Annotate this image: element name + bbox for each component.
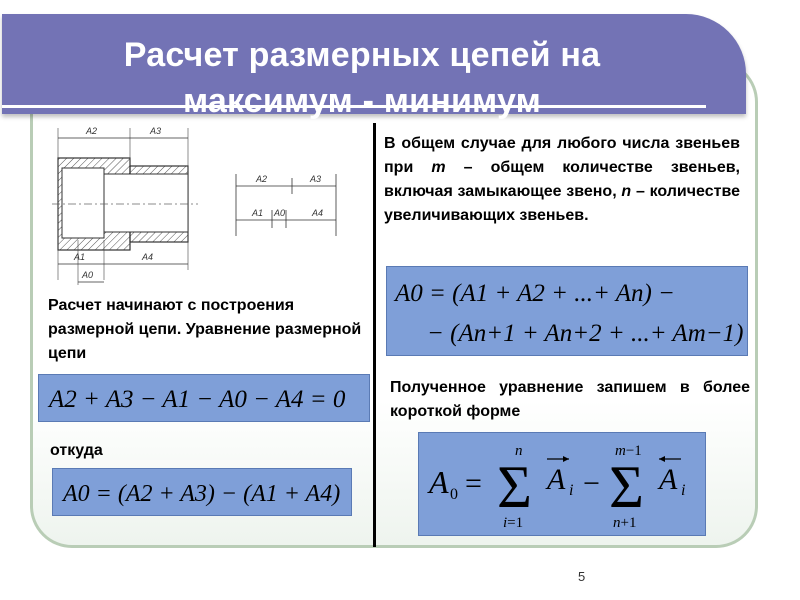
- equation-3-line-1: A0 = (A1 + A2 + ...+ An) −: [393, 280, 675, 307]
- sigma-1-upper: n: [515, 443, 523, 459]
- eq4-lhs-sub: 0: [450, 486, 458, 503]
- equation-1-box: A2 + A3 − A1 − A0 − A4 = 0: [38, 374, 370, 422]
- var-m: m: [431, 159, 446, 176]
- sigma-2-icon: Σ: [609, 454, 644, 520]
- equation-1: A2 + A3 − A1 − A0 − A4 = 0: [47, 386, 346, 413]
- dim-label: A1: [73, 252, 85, 262]
- chain-scheme: A2 A3 A1 A0 A4: [235, 174, 337, 236]
- eq4-term-2: A: [657, 463, 678, 496]
- equation-2-box: A0 = (A2 + A3) − (A1 + A4): [52, 468, 352, 516]
- dim-label: A0: [81, 270, 93, 280]
- eq4-lhs: A: [427, 464, 449, 500]
- title-underline: [2, 105, 706, 108]
- title-line-1: Расчет размерных цепей на: [123, 36, 601, 74]
- sigma-2-upper: m−1: [615, 443, 642, 459]
- chain-label: A3: [309, 174, 321, 184]
- page-number: 5: [578, 569, 586, 584]
- eq4-term-1: A: [545, 463, 566, 496]
- sigma-1-icon: Σ: [497, 454, 532, 520]
- right-paragraph-2: Полученное уравнение запишем в более кор…: [390, 379, 750, 420]
- sigma-1-lower: i=1: [503, 515, 523, 531]
- eq4-term-1-sub: i: [569, 482, 573, 499]
- dim-label: A3: [149, 126, 161, 136]
- equation-2: A0 = (A2 + A3) − (A1 + A4): [61, 481, 340, 507]
- chain-label: A0: [273, 208, 285, 218]
- eq4-equals: =: [465, 467, 482, 500]
- chain-label: A2: [255, 174, 267, 184]
- arrow-head: [659, 456, 665, 462]
- title-bar: Расчет размерных цепей на максимум - мин…: [2, 14, 746, 120]
- equation-3-box: A0 = (A1 + A2 + ...+ An) − − (An+1 + An+…: [386, 266, 748, 356]
- paragraph-text: – количестве увеличивающих звеньев.: [384, 183, 740, 224]
- whence-label: откуда: [50, 442, 103, 459]
- column-divider: [373, 123, 376, 547]
- left-paragraph: Расчет начинают с построения размерной ц…: [48, 297, 362, 362]
- arrow-head: [563, 456, 569, 462]
- eq4-term-2-sub: i: [681, 482, 685, 499]
- equation-3-line-2: − (An+1 + An+2 + ...+ Am−1): [427, 320, 743, 347]
- part-drawing: A2 A3 A1 A4 A0: [52, 126, 198, 285]
- dim-label: A2: [85, 126, 97, 136]
- right-paragraph-1: В общем случае для любого числа звеньев …: [384, 132, 740, 228]
- dim-label: A4: [141, 252, 153, 262]
- paragraph-text: – общем количестве звеньев, включая замы…: [384, 159, 740, 200]
- eq4-minus: −: [583, 467, 600, 500]
- sigma-2-lower: n+1: [613, 515, 636, 531]
- title-line-2: максимум - минимум: [183, 82, 541, 120]
- chain-label: A4: [311, 208, 323, 218]
- equation-4-box: A 0 = Σ n i=1 A i − Σ m−1 n+1 A i: [418, 432, 706, 536]
- paragraph-text: В общем случае для любого числа звеньев …: [384, 135, 740, 176]
- slide-title: Расчет размерных цепей на максимум - мин…: [42, 32, 682, 124]
- chain-label: A1: [251, 208, 263, 218]
- var-n: n: [621, 183, 632, 200]
